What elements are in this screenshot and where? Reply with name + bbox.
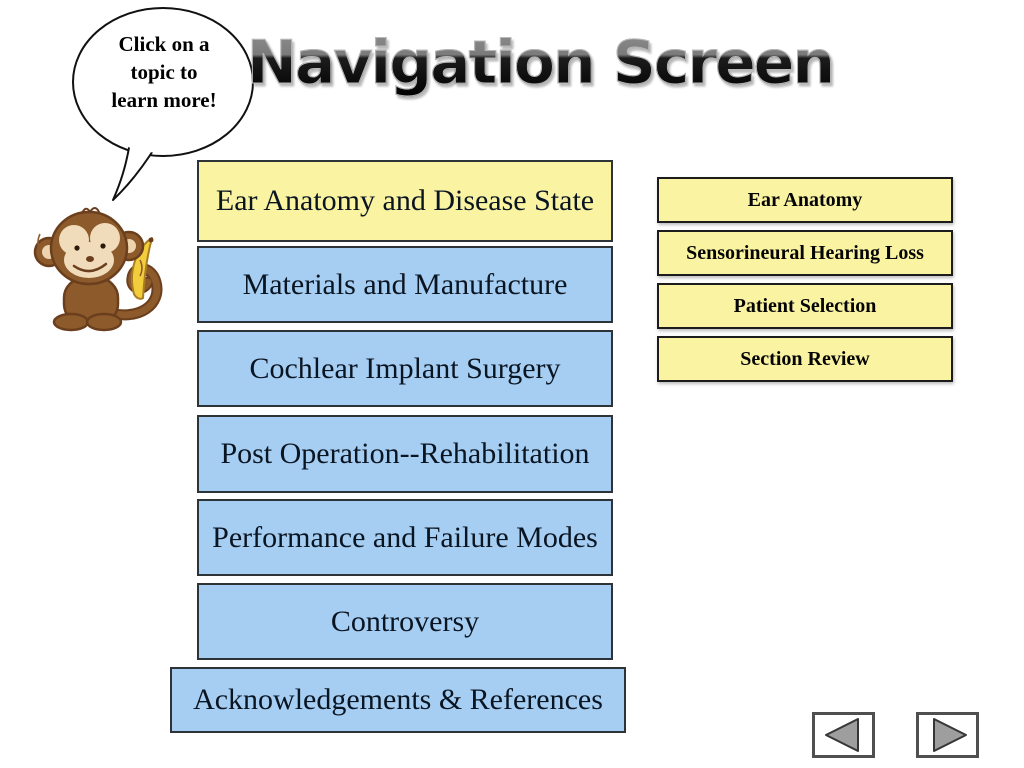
nav-button-ear-anatomy-disease[interactable]: Ear Anatomy and Disease State [197, 160, 613, 242]
monkey-icon [33, 207, 163, 332]
nav-button-label: Controversy [330, 604, 480, 638]
speech-bubble-line: learn more! [111, 88, 217, 112]
nav-button-performance-failure-modes[interactable]: Performance and Failure Modes [197, 499, 613, 576]
subnav-button-patient-selection[interactable]: Patient Selection [657, 283, 953, 329]
nav-button-controversy[interactable]: Controversy [197, 583, 613, 660]
nav-button-label: Performance and Failure Modes [212, 520, 598, 554]
nav-button-materials-manufacture[interactable]: Materials and Manufacture [197, 246, 613, 323]
speech-bubble-shape [72, 7, 254, 201]
speech-bubble-line: Click on a [118, 32, 210, 56]
nav-button-label: Post Operation--Rehabilitation [220, 437, 590, 470]
speech-bubble: Click on a topic to learn more! [68, 2, 260, 210]
page-title-text: Navigation Screen [246, 28, 835, 99]
nav-button-label: Acknowledgements & References [193, 683, 603, 716]
previous-slide-button[interactable] [812, 712, 875, 758]
right-arrow-icon [932, 718, 967, 752]
page-title: Navigation Screen [240, 28, 840, 99]
subnav-button-label: Ear Anatomy [747, 188, 863, 211]
speech-bubble-line: topic to [130, 60, 198, 84]
left-arrow-icon [824, 718, 859, 752]
subnav-button-section-review[interactable]: Section Review [657, 336, 953, 382]
subnav-button-sensorineural-hearing-loss[interactable]: Sensorineural Hearing Loss [657, 230, 953, 276]
nav-button-acknowledgements-references[interactable]: Acknowledgements & References [170, 667, 626, 733]
subnav-button-label: Section Review [740, 347, 870, 370]
next-slide-button[interactable] [916, 712, 979, 758]
nav-button-cochlear-implant-surgery[interactable]: Cochlear Implant Surgery [197, 330, 613, 407]
subnav-button-label: Sensorineural Hearing Loss [686, 241, 924, 264]
speech-bubble-text: Click on a topic to learn more! [88, 30, 240, 114]
nav-button-label: Cochlear Implant Surgery [249, 351, 561, 385]
nav-button-label: Ear Anatomy and Disease State [215, 184, 595, 217]
nav-button-post-operation-rehabilitation[interactable]: Post Operation--Rehabilitation [197, 415, 613, 493]
subnav-button-ear-anatomy[interactable]: Ear Anatomy [657, 177, 953, 223]
nav-button-label: Materials and Manufacture [242, 267, 568, 301]
subnav-button-label: Patient Selection [733, 294, 877, 317]
monkey-illustration [16, 198, 172, 334]
